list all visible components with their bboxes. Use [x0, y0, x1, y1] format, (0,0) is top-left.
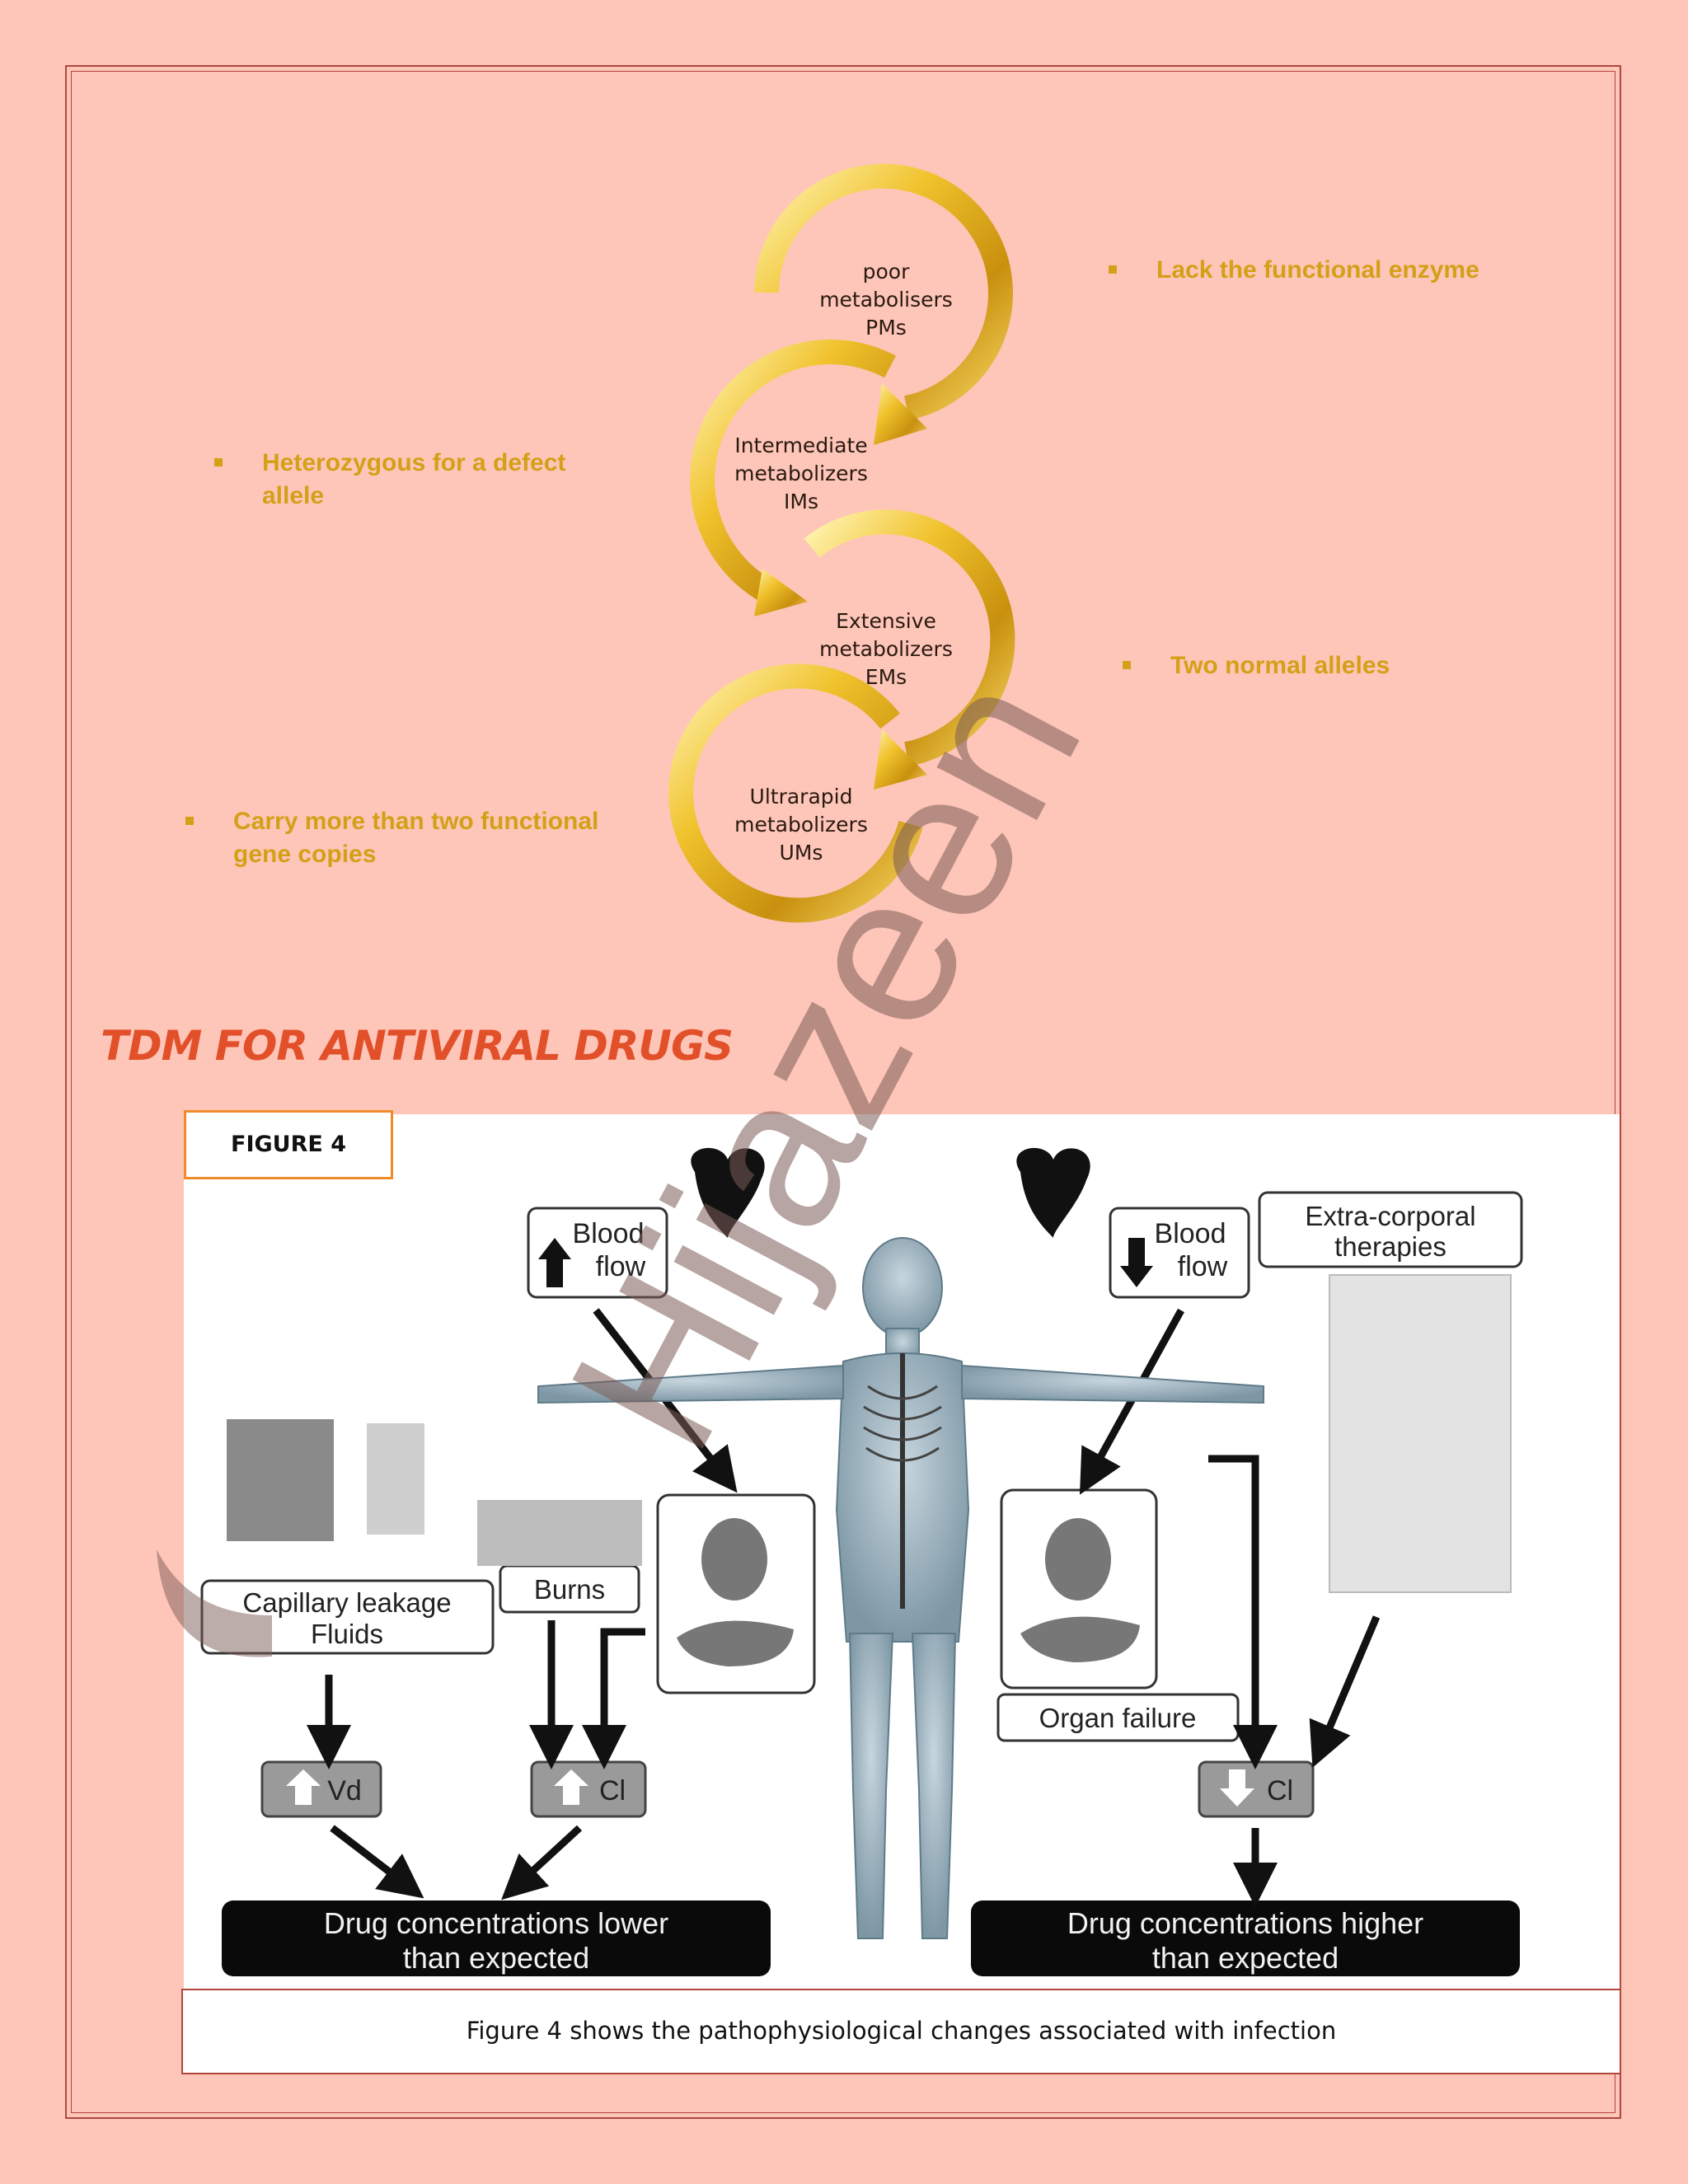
cycle-um-line2: metabolizers [734, 813, 868, 837]
arrowhead-pm [874, 383, 927, 445]
vd-box [260, 1760, 382, 1818]
arrow-extracorporal-to-cl [1309, 1615, 1381, 1768]
dialysis-machine-photo [1329, 1274, 1512, 1593]
organ-failure-box [996, 1693, 1240, 1742]
bullet-um-text: Carry more than two functional gene copi… [233, 805, 598, 871]
page-border-inner [71, 71, 1615, 2113]
bullet-square [214, 458, 223, 466]
cycle-em-line3: EMs [865, 665, 907, 689]
lower-concentration-box [222, 1900, 771, 1976]
blood-flow-left-line2: flow [596, 1251, 646, 1282]
arrow-organs-to-cl-right [1208, 1455, 1278, 1769]
cycle-um-line1: Ultrarapid [749, 785, 853, 808]
organ-failure-label: Organ failure [1039, 1703, 1197, 1733]
cycle-label-um: Ultrarapid metabolizers UMs [710, 783, 892, 867]
metabolizer-cycle-diagram [668, 163, 1015, 923]
section-title: TDM FOR ANTIVIRAL DRUGS [101, 1022, 734, 1070]
lower-line2: than expected [403, 1941, 589, 1975]
lower-line1: Drug concentrations lower [324, 1906, 668, 1940]
bullet-im: Heterozygous for a defect allele [214, 447, 626, 513]
blood-flow-right-line2: flow [1178, 1251, 1228, 1282]
heart-icon-left [691, 1147, 765, 1238]
blood-flow-left-line1: Blood [573, 1218, 645, 1249]
blood-flow-up-arrow-icon [538, 1238, 571, 1287]
burns-photo [477, 1500, 642, 1566]
bullet-im-text: Heterozygous for a defect allele [262, 447, 565, 513]
bullet-um-line1: Carry more than two functional [233, 808, 599, 835]
bullet-im-line1: Heterozygous for a defect [262, 449, 566, 476]
cycle-im-line2: metabolizers [734, 462, 868, 485]
cycle-pm-line2: metabolisers [819, 288, 953, 312]
cl-left-up-arrow-icon [554, 1769, 588, 1805]
vd-up-arrow-icon [286, 1769, 321, 1805]
cycle-arrow-um [668, 663, 923, 923]
cl-right-down-arrow-icon [1220, 1769, 1254, 1807]
capillary-line2: Fluids [311, 1619, 383, 1649]
figure-caption: Figure 4 shows the pathophysiological ch… [181, 1989, 1621, 2074]
liver-icon-right [1020, 1616, 1140, 1662]
higher-concentration-box [971, 1900, 1520, 1976]
arrow-vd-to-lower [330, 1825, 424, 1899]
bullet-square [185, 817, 194, 825]
cycle-um-line3: UMs [779, 841, 823, 865]
cycle-im-line1: Intermediate [734, 434, 868, 457]
bullet-em: Two normal alleles [1123, 649, 1452, 682]
skeleton-ribs [863, 1385, 942, 1462]
cl-right-label: Cl [1267, 1775, 1293, 1807]
higher-line1: Drug concentrations higher [1067, 1906, 1423, 1940]
cycle-arrow-im [690, 340, 896, 605]
iv-bag-photo [367, 1423, 424, 1535]
arrowhead-em [874, 729, 927, 790]
bullet-pm: Lack the functional enzyme [1109, 254, 1521, 287]
blood-flow-right-line1: Blood [1155, 1218, 1226, 1249]
bullet-um: Carry more than two functional gene copi… [185, 805, 647, 871]
figure-4-image: Blood flow Blood flow Extra-corporal the… [184, 1114, 1620, 1990]
arrow-organs-to-cl-left [582, 1628, 645, 1769]
figure-4-diagram: Blood flow Blood flow Extra-corporal the… [200, 1147, 1523, 1976]
cycle-em-line1: Extensive [836, 609, 936, 633]
cycle-pm-line1: poor [862, 260, 910, 284]
cycle-pm-line3: PMs [865, 316, 907, 340]
cycle-arrow-em [804, 509, 1015, 766]
human-body-figure [537, 1237, 1264, 1939]
heart-icon-right [1016, 1147, 1090, 1238]
extracorporal-line2: therapies [1334, 1231, 1447, 1262]
vd-label: Vd [327, 1775, 362, 1807]
bullet-square [1109, 265, 1117, 274]
abdomen-photo [227, 1419, 334, 1541]
liver-icon-left [677, 1620, 794, 1666]
kidney-icon-left [701, 1518, 767, 1601]
cycle-label-im: Intermediate metabolizers IMs [710, 432, 892, 516]
higher-line2: than expected [1152, 1941, 1339, 1975]
extracorporal-line1: Extra-corporal [1305, 1201, 1475, 1231]
cycle-label-em: Extensive metabolizers EMs [795, 607, 977, 691]
cycle-em-line2: metabolizers [819, 637, 953, 661]
arrow-cl-to-lower [501, 1825, 583, 1900]
page-border-outer [65, 65, 1621, 2119]
kidney-icon-right [1045, 1518, 1111, 1601]
cl-left-label: Cl [599, 1775, 626, 1807]
extracorporal-box [1258, 1191, 1523, 1268]
burns-label: Burns [534, 1574, 605, 1605]
blood-flow-down-arrow-icon [1120, 1238, 1153, 1287]
capillary-line1: Capillary leakage [242, 1587, 451, 1618]
bullet-im-line2: allele [262, 482, 325, 509]
cycle-im-line3: IMs [784, 490, 818, 513]
bullet-square [1123, 661, 1131, 669]
figure-label: FIGURE 4 [184, 1110, 393, 1179]
cl-left-box [530, 1760, 647, 1818]
cycle-arrow-pm [754, 163, 1013, 420]
bullet-em-text: Two normal alleles [1170, 652, 1390, 679]
arrowhead-im [754, 569, 808, 616]
cycle-label-pm: poor metabolisers PMs [795, 258, 977, 342]
bullet-pm-text: Lack the functional enzyme [1156, 256, 1479, 284]
bullet-um-line2: gene copies [233, 841, 377, 868]
cl-right-box [1198, 1760, 1315, 1818]
